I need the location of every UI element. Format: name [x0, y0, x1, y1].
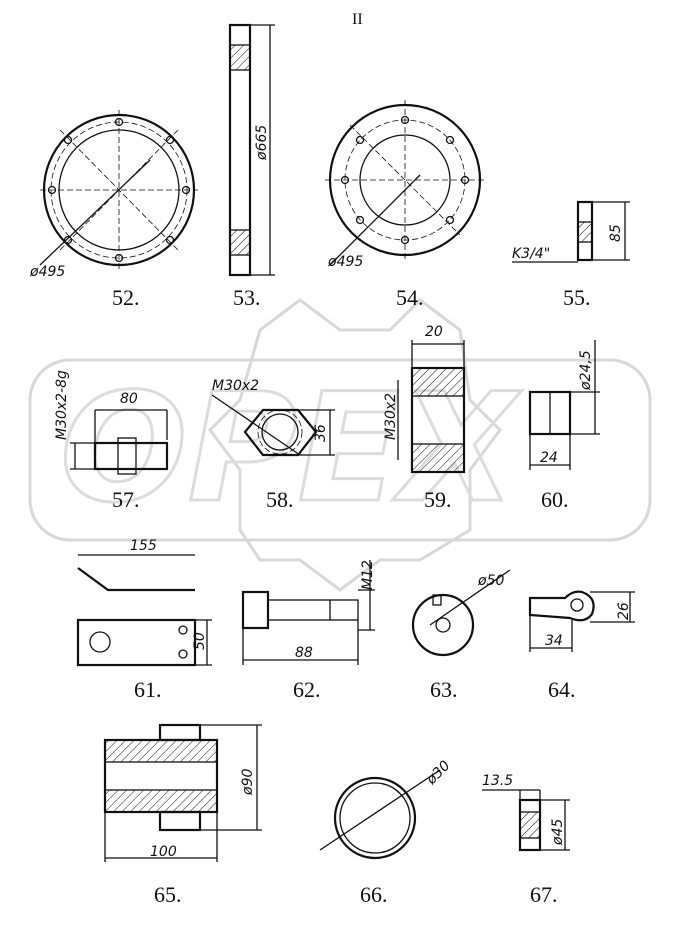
part-55-dim-thread: K3/4": [512, 246, 550, 262]
part-58-dim-thread: M30x2: [212, 378, 259, 394]
part-62-dim-length: 88: [295, 645, 313, 661]
part-52-dim: ø495: [29, 264, 65, 280]
part-55-dim-height: 85: [608, 224, 624, 242]
part-53-label: 53.: [233, 285, 261, 310]
watermark-gear: [28, 298, 652, 592]
part-58-dim-size: 36: [313, 424, 329, 442]
part-66-ring: [319, 769, 441, 860]
part-67-label: 67.: [530, 882, 558, 907]
part-55-plug: [512, 200, 630, 263]
part-63-label: 63.: [430, 677, 458, 702]
part-57-dim-length: 80: [120, 391, 138, 407]
part-54-label: 54.: [396, 285, 424, 310]
part-65-dim-length: 100: [150, 844, 177, 860]
part-65-label: 65.: [154, 882, 182, 907]
part-55-label: 55.: [563, 285, 591, 310]
part-57-label: 57.: [112, 487, 140, 512]
part-59-sleeve-nut: [397, 340, 466, 474]
part-60-bushing: [528, 340, 600, 470]
part-64-lug: [528, 590, 635, 652]
part-58-nut: [211, 394, 335, 457]
part-54-dim: ø495: [327, 254, 363, 270]
part-62-label: 62.: [293, 677, 321, 702]
part-60-label: 60.: [541, 487, 569, 512]
part-64-label: 64.: [548, 677, 576, 702]
part-58-label: 58.: [266, 487, 294, 512]
part-61-dim-length: 155: [130, 538, 157, 554]
part-62-dim-thread: M12: [360, 560, 376, 590]
part-65-fitting: [103, 723, 262, 862]
part-66-dim: ø30: [423, 758, 454, 789]
part-52-flange: [39, 110, 198, 270]
part-61-bracket: [76, 554, 212, 667]
part-59-label: 59.: [424, 487, 452, 512]
part-63-washer: [411, 569, 511, 657]
part-59-dim-thread: M30x2: [383, 393, 399, 440]
part-54-flange: [325, 100, 485, 266]
part-57-nipple: [70, 409, 169, 475]
part-61-dim-height: 50: [192, 632, 208, 650]
part-67-collar: [482, 789, 570, 852]
part-60-dim-diameter: ø24,5: [578, 350, 594, 391]
part-64-dim-height: 26: [616, 602, 632, 620]
part-67-dim-diameter: ø45: [550, 819, 566, 846]
part-61-label: 61.: [134, 677, 162, 702]
part-59-dim-width: 20: [425, 324, 443, 340]
part-65-dim-diameter: ø90: [240, 769, 256, 796]
part-53-dim: ø665: [254, 125, 270, 161]
part-63-dim: ø50: [477, 573, 504, 589]
part-64-dim-length: 34: [545, 633, 563, 649]
part-67-dim-width: 13.5: [482, 773, 513, 789]
sheet-marker: II: [352, 11, 363, 28]
part-52-label: 52.: [112, 285, 140, 310]
part-57-dim-thread: M30x2-8g: [54, 370, 70, 440]
part-66-label: 66.: [360, 882, 388, 907]
part-62-bolt: [241, 560, 375, 665]
part-60-dim-length: 24: [540, 450, 558, 466]
part-53-gasket: [228, 23, 275, 277]
